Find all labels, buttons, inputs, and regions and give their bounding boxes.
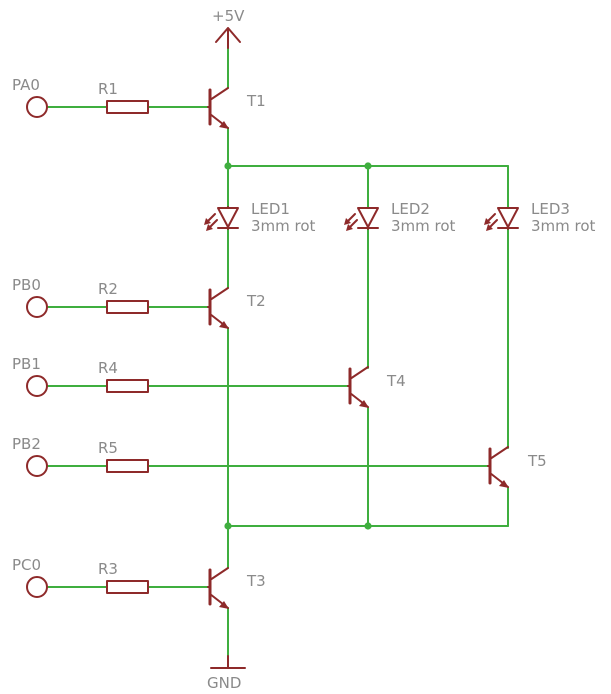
led-value: 3mm rot — [251, 217, 316, 235]
port-pb0: PB0 — [12, 276, 48, 318]
resistor-icon — [106, 580, 149, 594]
resistor-r2: R2 — [98, 280, 149, 314]
resistor-label: R1 — [98, 80, 118, 98]
led-label: LED2 — [391, 200, 430, 218]
port-label: PB0 — [12, 276, 41, 294]
vcc-symbol: +5V — [212, 7, 245, 49]
transistor-t3: T3 — [207, 567, 266, 609]
resistor-icon — [106, 459, 149, 473]
npn-transistor-icon — [347, 366, 369, 408]
led-value: 3mm rot — [391, 217, 456, 235]
transistor-t2: T2 — [207, 287, 266, 329]
resistor-label: R3 — [98, 560, 118, 578]
transistor-label: T5 — [527, 452, 547, 470]
port-pb1: PB1 — [12, 355, 48, 397]
led-icon — [344, 207, 379, 231]
resistor-icon — [106, 379, 149, 393]
port-pad-icon — [26, 96, 48, 118]
port-label: PC0 — [12, 556, 41, 574]
transistor-t1: T1 — [207, 87, 266, 129]
gnd-label: GND — [207, 674, 241, 692]
led-led2: LED2 3mm rot — [344, 200, 456, 235]
port-label: PB2 — [12, 435, 41, 453]
led-label: LED1 — [251, 200, 290, 218]
npn-transistor-icon — [207, 287, 229, 329]
resistor-label: R4 — [98, 359, 118, 377]
resistor-icon — [106, 100, 149, 114]
npn-transistor-icon — [487, 446, 509, 488]
port-pc0: PC0 — [12, 556, 48, 598]
led-led1: LED1 3mm rot — [204, 200, 316, 235]
npn-transistor-icon — [207, 567, 229, 609]
port-pb2: PB2 — [12, 435, 48, 477]
resistor-r5: R5 — [98, 439, 149, 473]
transistor-label: T4 — [386, 372, 406, 390]
resistor-r4: R4 — [98, 359, 149, 393]
junction-dot — [364, 522, 372, 530]
led-icon — [484, 207, 519, 231]
port-pad-icon — [26, 455, 48, 477]
led-label: LED3 — [531, 200, 570, 218]
transistor-label: T2 — [246, 292, 266, 310]
transistor-t5: T5 — [487, 446, 547, 488]
resistor-label: R5 — [98, 439, 118, 457]
npn-transistor-icon — [207, 87, 229, 129]
port-pad-icon — [26, 296, 48, 318]
resistor-label: R2 — [98, 280, 118, 298]
gnd-symbol: GND — [207, 655, 246, 692]
port-pa0: PA0 — [12, 76, 48, 118]
gnd-icon — [210, 655, 246, 669]
resistor-r1: R1 — [98, 80, 149, 114]
port-label: PA0 — [12, 76, 40, 94]
junction-dot — [364, 162, 372, 170]
junctions — [224, 162, 372, 530]
transistor-label: T1 — [246, 92, 266, 110]
resistor-r3: R3 — [98, 560, 149, 594]
port-label: PB1 — [12, 355, 41, 373]
led-value: 3mm rot — [531, 217, 596, 235]
vcc-arrow-icon — [215, 27, 241, 49]
junction-dot — [224, 522, 232, 530]
resistor-icon — [106, 300, 149, 314]
vcc-label: +5V — [212, 7, 245, 25]
port-pad-icon — [26, 576, 48, 598]
led-icon — [204, 206, 239, 231]
junction-dot — [224, 162, 232, 170]
led-led3: LED3 3mm rot — [484, 200, 596, 235]
transistor-label: T3 — [246, 572, 266, 590]
port-pad-icon — [26, 375, 48, 397]
transistor-t4: T4 — [347, 366, 406, 408]
